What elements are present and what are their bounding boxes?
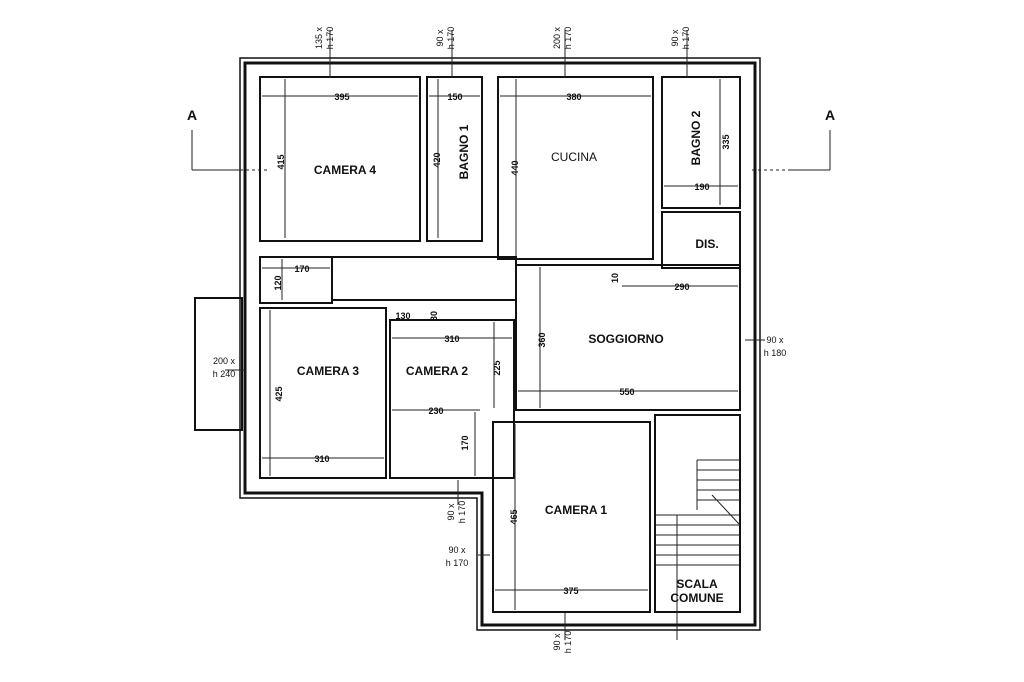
dim-label: 130 — [395, 311, 410, 321]
window-label: 90 x — [448, 545, 466, 555]
dim-label: 170 — [294, 264, 309, 274]
dim-label: 230 — [428, 406, 443, 416]
room-label-soggiorno: SOGGIORNO — [588, 332, 663, 346]
dim-label: 310 — [444, 334, 459, 344]
dim-label: 465 — [509, 509, 519, 524]
corridor-outline — [332, 256, 517, 301]
window-label: 90 x — [435, 29, 445, 47]
dim-label: 225 — [492, 360, 502, 375]
stairs — [655, 459, 741, 640]
window-label: 200 x — [213, 356, 236, 366]
room-label-bagno2: BAGNO 2 — [689, 110, 703, 165]
dim-label: 440 — [510, 160, 520, 175]
window-label: h 170 — [563, 631, 573, 654]
dim-label: 170 — [460, 435, 470, 450]
room-label-camera2: CAMERA 2 — [406, 364, 469, 378]
dim-label: 30 — [429, 311, 439, 321]
dim-label: 335 — [721, 134, 731, 149]
dim-label: 395 — [334, 92, 349, 102]
bagno1-outline — [426, 76, 483, 242]
dis-outline — [661, 211, 741, 269]
camera4-outline — [259, 76, 421, 242]
window-label: 90 x — [552, 633, 562, 651]
window-label: 135 x — [314, 26, 324, 49]
section-mark-left: A — [187, 107, 197, 123]
window-label: h 170 — [446, 558, 469, 568]
camera3-outline — [259, 307, 387, 479]
room-label-bagno1: BAGNO 1 — [457, 124, 471, 179]
bagno2-outline — [661, 76, 741, 209]
section-cut-lines — [191, 130, 831, 171]
dim-label: 120 — [273, 275, 283, 290]
window-label: h 180 — [764, 348, 787, 358]
room-label-comune: COMUNE — [670, 591, 723, 605]
dim-label: 415 — [276, 154, 286, 169]
camera2-outline — [389, 319, 515, 479]
window-label: 90 x — [766, 335, 784, 345]
window-label: 90 x — [670, 29, 680, 47]
dim-label: 150 — [447, 92, 462, 102]
dim-label: 420 — [432, 152, 442, 167]
dim-label: 375 — [563, 586, 578, 596]
room-label-scala: SCALA — [676, 577, 718, 591]
balcony — [194, 297, 243, 431]
dim-label: 310 — [314, 454, 329, 464]
outer-walls — [239, 57, 761, 631]
window-label: 200 x — [552, 26, 562, 49]
dim-label: 360 — [537, 332, 547, 347]
scala-outline — [654, 414, 741, 613]
room-label-camera4: CAMERA 4 — [314, 163, 377, 177]
dimension-lines — [262, 79, 738, 610]
window-label: h 240 — [213, 369, 236, 379]
room-label-cucina: CUCINA — [551, 150, 597, 164]
window-label: h 170 — [325, 27, 335, 50]
dim-label: 425 — [274, 386, 284, 401]
dim-label: 380 — [566, 92, 581, 102]
window-ticks — [225, 30, 765, 640]
dim-label: 10 — [610, 273, 620, 283]
window-label: h 170 — [457, 501, 467, 524]
camera1-outline — [492, 421, 651, 613]
dim-label: 290 — [674, 282, 689, 292]
window-label: 90 x — [446, 503, 456, 521]
section-mark-right: A — [825, 107, 835, 123]
room-label-camera1: CAMERA 1 — [545, 503, 608, 517]
window-label: h 170 — [446, 27, 456, 50]
soggiorno-outline — [515, 264, 741, 411]
closet-outline — [259, 256, 333, 304]
dim-label: 550 — [619, 387, 634, 397]
room-label-camera3: CAMERA 3 — [297, 364, 360, 378]
window-label: h 170 — [563, 27, 573, 50]
room-label-dis: DIS. — [695, 237, 718, 251]
cucina-outline — [497, 76, 654, 260]
dim-label: 190 — [694, 182, 709, 192]
window-label: h 170 — [681, 27, 691, 50]
